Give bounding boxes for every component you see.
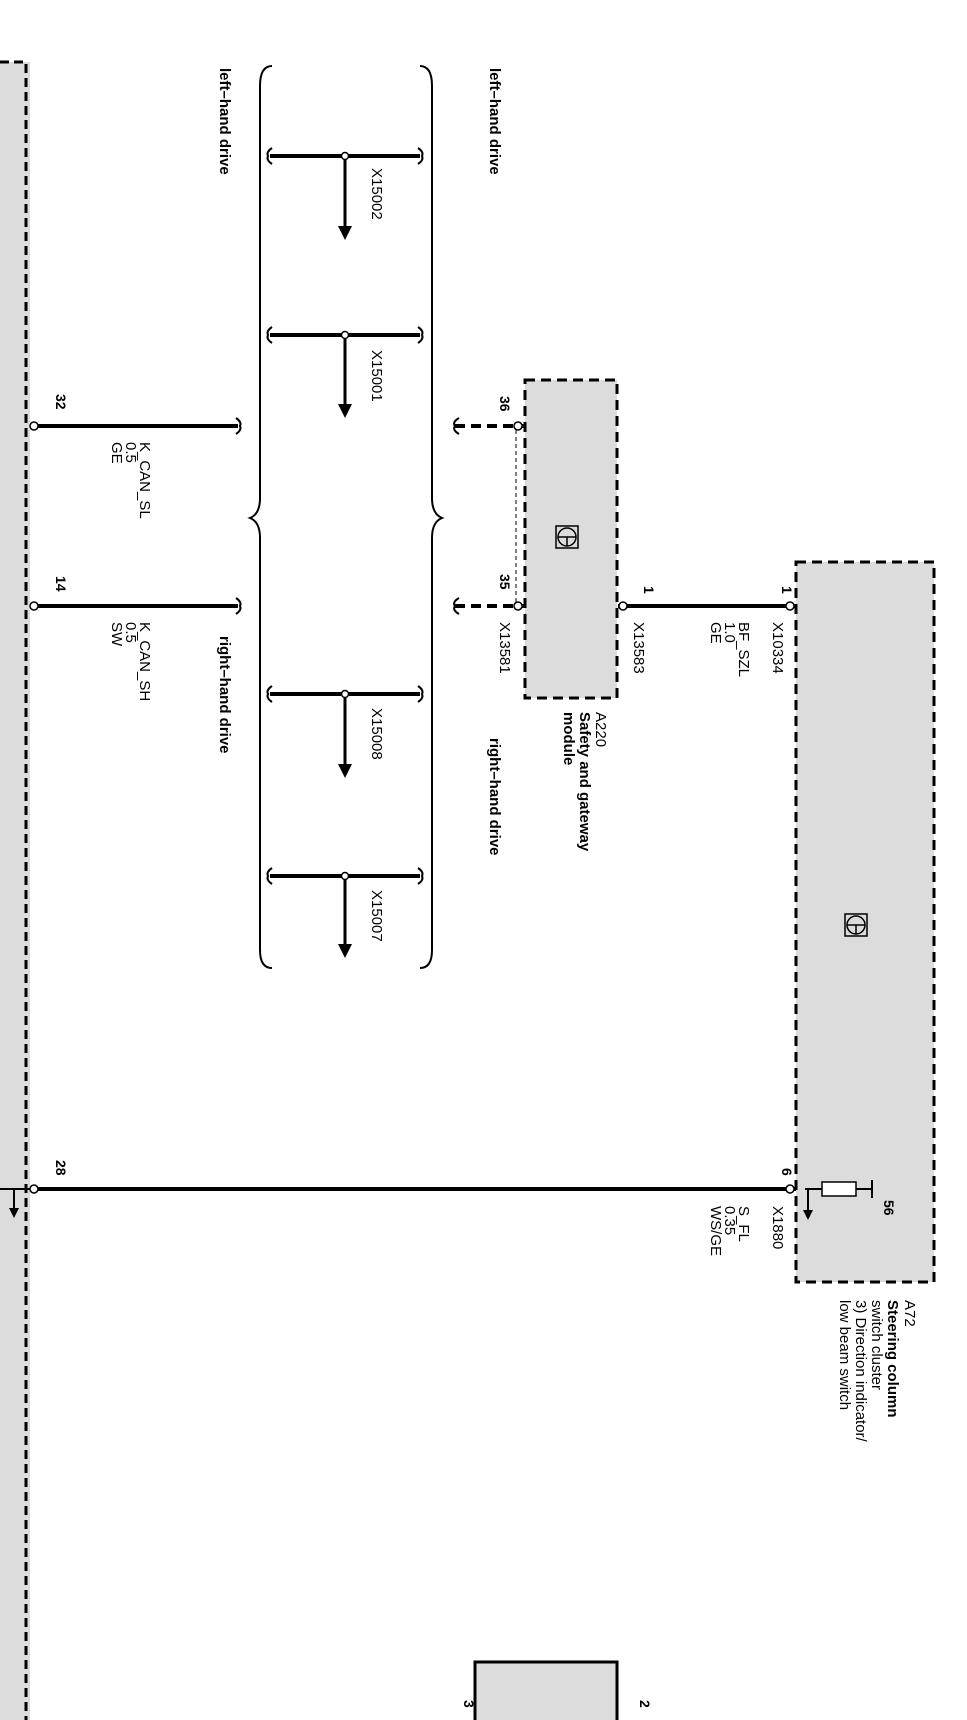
a72-name-line-3: 3) Direction indicator/ xyxy=(852,1300,869,1443)
variant-brace xyxy=(247,65,445,969)
x1880-label: X1880 xyxy=(769,1206,786,1249)
x10334-pin: 1 xyxy=(779,586,795,594)
ground-symbol-icon xyxy=(844,913,868,937)
bottom-module-box[interactable] xyxy=(473,1660,619,1720)
variant-rhd-label: right–hand drive xyxy=(486,738,503,856)
wire-k-can-sl[interactable] xyxy=(29,417,242,435)
wire-k-can-sh[interactable] xyxy=(29,597,242,615)
k-can-sl-signal: K_CAN_SL xyxy=(136,442,153,519)
a220-name-line-1: Safety and gateway xyxy=(576,712,593,852)
splice-x15001[interactable] xyxy=(266,326,424,418)
ground-symbol-icon xyxy=(555,525,579,549)
bus-variant-lhd-label: left–hand drive xyxy=(216,68,233,175)
x1880-pin: 6 xyxy=(779,1168,795,1176)
bus-pin-28: 28 xyxy=(53,1160,69,1176)
x13583-label: X13583 xyxy=(630,622,647,674)
bus-pin-14: 14 xyxy=(53,576,69,592)
splice-x15002-label: X15002 xyxy=(368,168,385,220)
a220-stubs xyxy=(453,417,525,615)
bus-pin-32: 32 xyxy=(53,394,69,410)
k-can-sl-color: GE xyxy=(108,442,125,464)
s-fl-signal: S_FL xyxy=(735,1206,752,1242)
bus-variant-rhd-label: right–hand drive xyxy=(216,636,233,754)
a72-name-line-4: low beam switch xyxy=(836,1300,853,1410)
a220-pin-35: 35 xyxy=(497,574,513,590)
s-fl-size: 0.35 xyxy=(721,1206,738,1235)
bf-szl-signal: BF_SZL xyxy=(735,622,752,677)
splice-x15008-label: X15008 xyxy=(368,708,385,760)
bottom-pin-2: 2 xyxy=(637,1700,653,1708)
splice-x15002[interactable] xyxy=(266,147,424,240)
x13581-label: X13581 xyxy=(496,622,513,674)
resistor-icon xyxy=(803,1180,873,1220)
wire-s-fl[interactable] xyxy=(0,1184,796,1218)
a220-name-line-2: module xyxy=(560,712,577,765)
k-can-sh-signal: K_CAN_SH xyxy=(136,622,153,701)
splice-x15007-label: X15007 xyxy=(368,890,385,942)
a72-id: A72 xyxy=(901,1300,918,1327)
x13583-pin: 1 xyxy=(641,586,657,594)
k-can-sh-color: SW xyxy=(108,622,125,647)
a220-id: A220 xyxy=(592,712,609,747)
k-can-sh-size: 0.5 xyxy=(122,622,139,643)
variant-lhd-label: left–hand drive xyxy=(486,68,503,175)
k-can-sl-size: 0.5 xyxy=(122,442,139,463)
a72-internal-pin: 56 xyxy=(881,1200,897,1216)
wire-bf-szl[interactable] xyxy=(618,601,796,611)
module-a220-box[interactable] xyxy=(523,378,619,700)
a220-label: A220 Safety and gateway module xyxy=(560,712,609,852)
splice-x15001-label: X15001 xyxy=(368,350,385,402)
splice-x15007[interactable] xyxy=(266,867,424,958)
bf-szl-size: 1.0 xyxy=(721,622,738,643)
a72-label: A72 Steering column switch cluster 3) Di… xyxy=(836,1300,918,1443)
a220-pin-36: 36 xyxy=(497,396,513,412)
a72-name-line-1: Steering column xyxy=(884,1300,901,1418)
a72-name-line-2: switch cluster xyxy=(868,1300,885,1390)
splice-x15008[interactable] xyxy=(266,685,424,778)
bus-module-strip xyxy=(0,60,30,1720)
bf-szl-color: GE xyxy=(707,622,724,644)
bottom-pin-3: 3 xyxy=(461,1700,477,1708)
x10334-label: X10334 xyxy=(769,622,786,674)
s-fl-color: WS/GE xyxy=(707,1206,724,1256)
